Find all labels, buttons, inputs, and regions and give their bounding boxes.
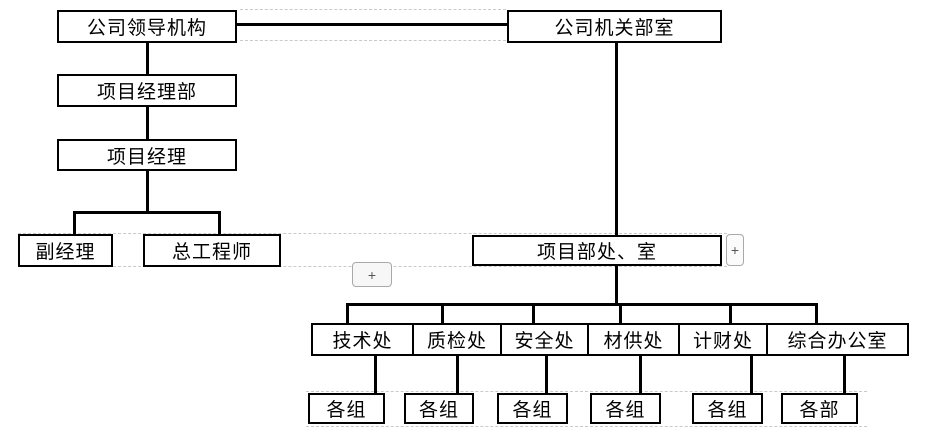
connector-line [750,356,753,393]
gridline-dashed [306,426,867,427]
connector-line [73,211,221,214]
connector-line [639,356,642,393]
dept-label: 综合办公室 [787,331,888,352]
node-dept-general-office[interactable]: 综合办公室 [768,325,907,354]
gridline-dashed [18,233,727,234]
node-subunit-group-4[interactable]: 各组 [590,393,661,424]
connector-line [441,303,444,324]
subunit-label: 各组 [418,400,459,421]
subunit-label: 各组 [326,400,367,421]
node-chief-engineer-label: 总工程师 [171,242,252,263]
node-project-manager-dept-label: 项目经理部 [96,82,197,103]
connector-line [532,303,535,324]
connector-line [146,170,149,214]
dept-label: 计财处 [692,331,753,352]
node-company-leadership-label: 公司领导机构 [86,18,207,39]
node-chief-engineer[interactable]: 总工程师 [143,234,281,267]
dept-label: 技术处 [332,331,393,352]
connector-line [729,303,732,324]
connector-line [218,211,221,234]
subunit-label: 各组 [707,400,748,421]
connector-line [146,107,149,140]
node-subunit-depts[interactable]: 各部 [781,393,858,424]
connector-line [346,303,349,324]
dept-label: 安全处 [514,331,575,352]
node-dept-quality[interactable]: 质检处 [414,325,502,354]
dept-label: 材供处 [603,331,664,352]
node-company-leadership[interactable]: 公司领导机构 [57,10,237,43]
node-project-manager-dept[interactable]: 项目经理部 [57,74,237,107]
connector-line [235,23,507,26]
node-company-office-label: 公司机关部室 [554,18,675,39]
expand-button-right[interactable]: + [726,234,744,266]
node-subunit-group-3[interactable]: 各组 [497,393,568,424]
dept-label: 质检处 [426,331,487,352]
subunit-label: 各组 [512,400,553,421]
node-project-dept-offices[interactable]: 项目部处、室 [472,235,722,266]
connector-line [619,303,622,324]
connector-line [615,266,618,305]
gridline-dashed [240,40,506,41]
node-deputy-manager[interactable]: 副经理 [18,234,113,267]
node-subunit-group-1[interactable]: 各组 [308,393,385,424]
connector-line [545,356,548,393]
subunit-label: 各部 [799,400,840,421]
department-strip: 技术处 质检处 安全处 材供处 计财处 综合办公室 [311,323,909,356]
connector-line [346,303,818,306]
connector-line [815,303,818,324]
node-project-dept-offices-label: 项目部处、室 [536,242,657,263]
gridline-dashed [306,391,867,392]
node-project-manager-label: 项目经理 [106,146,187,168]
node-dept-technical[interactable]: 技术处 [313,325,414,354]
node-subunit-group-2[interactable]: 各组 [404,393,474,424]
node-company-office[interactable]: 公司机关部室 [507,10,722,43]
connector-line [73,211,76,234]
node-dept-finance[interactable]: 计财处 [680,325,768,354]
gridline-dashed [240,9,506,10]
connector-line [146,43,149,75]
connector-line [615,43,618,235]
node-project-manager[interactable]: 项目经理 [57,139,237,171]
expand-button-left[interactable]: + [352,262,392,287]
node-dept-safety[interactable]: 安全处 [502,325,589,354]
connector-line [456,356,459,393]
subunit-label: 各组 [605,400,646,421]
connector-line [374,356,377,393]
connector-line [843,356,846,393]
node-dept-materials[interactable]: 材供处 [589,325,680,354]
node-subunit-group-5[interactable]: 各组 [692,393,763,424]
node-deputy-manager-label: 副经理 [35,242,96,263]
